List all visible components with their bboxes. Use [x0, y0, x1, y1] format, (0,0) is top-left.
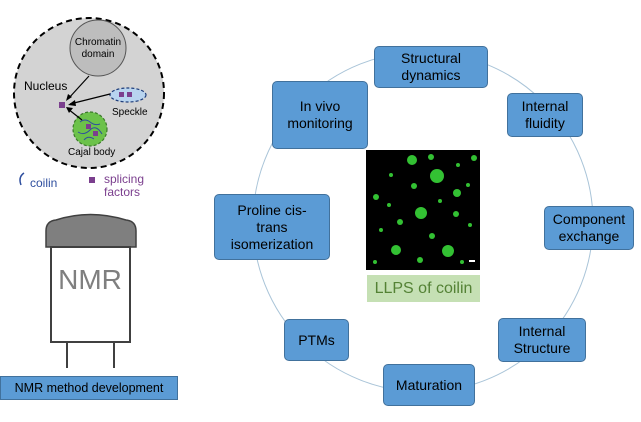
coilin-droplet [468, 223, 472, 227]
coilin-droplet [387, 203, 391, 207]
coilin-droplet [466, 183, 470, 187]
coilin-droplet [471, 155, 477, 161]
chromatin-label-line1: Chromatin [75, 37, 121, 48]
coilin-droplet [397, 219, 403, 225]
nmr-magnet-cap [45, 213, 137, 248]
coilin-droplet [411, 183, 417, 189]
chromatin-domain [69, 19, 127, 77]
nmr-magnet: NMR [45, 213, 137, 368]
node-in-vivo-monitoring: In vivo monitoring [272, 81, 368, 149]
coilin-droplet [453, 211, 459, 217]
coilin-droplet [415, 207, 427, 219]
llps-caption: LLPS of coilin [367, 275, 480, 302]
nucleus-outline [13, 17, 165, 169]
node-proline-isomerization: Proline cis- trans isomerization [214, 194, 330, 260]
coilin-droplet [460, 260, 464, 264]
coilin-droplet [453, 189, 461, 197]
chromatin-label-line2: domain [82, 49, 115, 60]
coilin-droplet-micrograph [366, 150, 480, 270]
coilin-droplet [429, 233, 435, 239]
coilin-droplet [373, 194, 379, 200]
splicing-legend-line2: factors [104, 185, 140, 199]
coilin-droplet [428, 154, 434, 160]
nucleus-label: Nucleus [24, 79, 67, 93]
splicing-factor-icon [89, 177, 95, 183]
node-maturation: Maturation [383, 364, 475, 406]
coilin-droplet [442, 245, 454, 257]
nucleus-schematic: Chromatin domain Nucleus Speckle Cajal b… [13, 17, 165, 169]
coilin-droplet [407, 155, 417, 165]
coilin-legend-label: coilin [30, 176, 57, 190]
node-internal-structure: Internal Structure [498, 318, 586, 362]
coilin-droplet [456, 163, 460, 167]
coilin-droplet [430, 169, 444, 183]
node-internal-fluidity: Internal fluidity [507, 93, 583, 137]
node-ptms: PTMs [284, 319, 349, 361]
speckle-label: Speckle [112, 107, 148, 118]
node-structural-dynamics: Structural dynamics [374, 46, 488, 88]
coilin-droplet [389, 173, 393, 177]
coilin-droplet [438, 199, 442, 203]
coilin-icon [19, 172, 25, 186]
coilin-droplet [379, 228, 383, 232]
nmr-magnet-label: NMR [58, 264, 122, 295]
splicing-legend-line1: splicing [104, 172, 144, 186]
coilin-droplet [373, 260, 377, 264]
legend: coilin splicing factors [19, 172, 144, 199]
node-component-exchange: Component exchange [544, 206, 634, 250]
coilin-droplet [417, 257, 423, 263]
coilin-droplet [391, 245, 401, 255]
nmr-magnet-body [50, 246, 131, 343]
cajal-label: Cajal body [68, 147, 115, 158]
nmr-method-caption: NMR method development [0, 376, 178, 400]
